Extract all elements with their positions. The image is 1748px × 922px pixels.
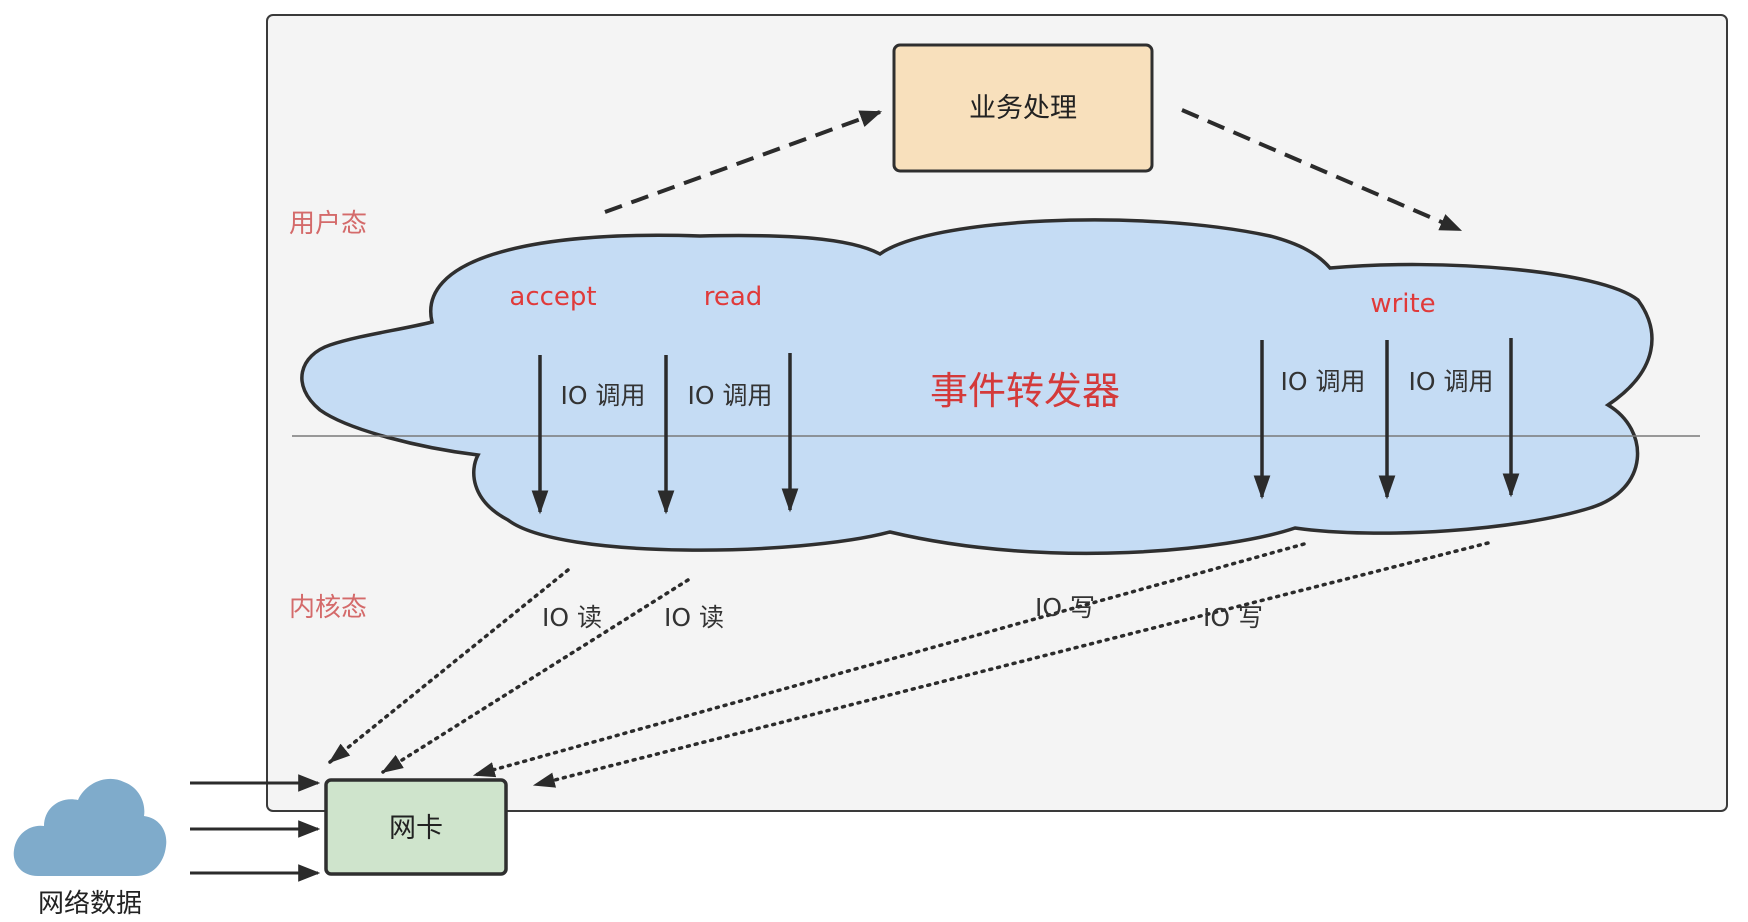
network-cloud-icon: [13, 778, 167, 876]
dashed-arrow-to-business: [604, 110, 883, 214]
nic-box: [324, 778, 508, 876]
io-call-label-4: IO 调用: [1409, 367, 1494, 396]
accept-label: accept: [509, 282, 596, 312]
kernel-space-label: 内核态: [289, 593, 367, 623]
business-box: [892, 43, 1154, 173]
io-call-label-2: IO 调用: [688, 381, 773, 410]
user-space-label: 用户态: [289, 209, 367, 239]
io-call-label-1: IO 调用: [561, 381, 646, 410]
nic-label: 网卡: [389, 813, 443, 844]
dashed-arrow-from-business: [1181, 108, 1463, 232]
business-label: 业务处理: [969, 93, 1077, 124]
io-read-arrow-1: [328, 568, 570, 764]
io-read-label-2: IO 读: [664, 603, 724, 632]
io-write-arrow-1: [472, 542, 1306, 778]
io-write-arrow-2: [532, 541, 1490, 788]
io-write-label-2: IO 写: [1203, 603, 1263, 632]
network-label: 网络数据: [38, 889, 142, 919]
event-dispatcher-cloud: [300, 218, 1654, 556]
read-label: read: [704, 282, 763, 312]
io-call-label-3: IO 调用: [1281, 367, 1366, 396]
io-read-label-1: IO 读: [542, 603, 602, 632]
io-write-label-1: IO 写: [1035, 593, 1095, 622]
dispatcher-label: 事件转发器: [930, 369, 1120, 413]
write-label: write: [1370, 289, 1435, 319]
